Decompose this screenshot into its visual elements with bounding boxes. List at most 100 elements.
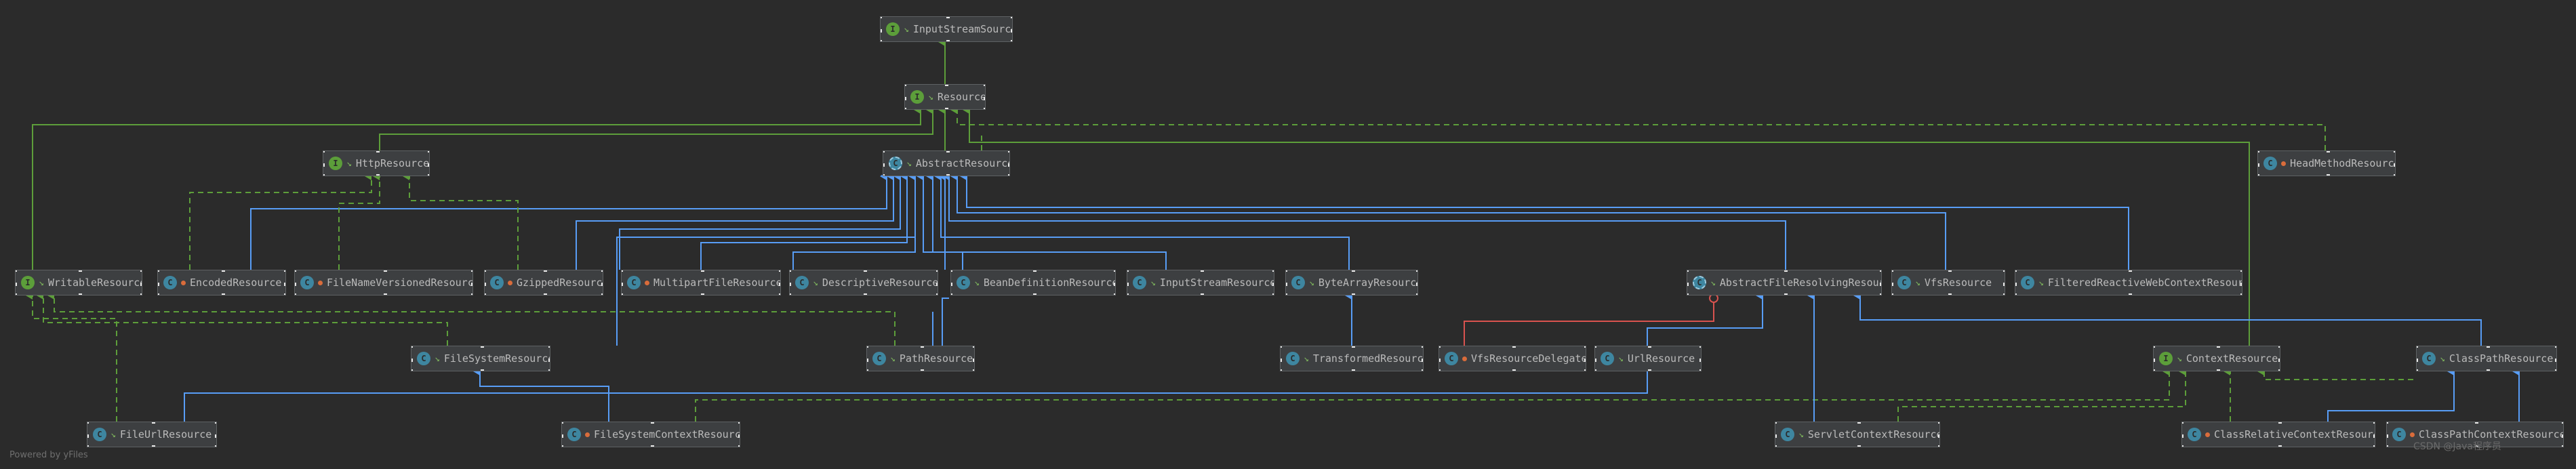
selection-handle[interactable]	[2240, 293, 2242, 295]
selection-handle[interactable]	[284, 270, 285, 272]
selection-handle[interactable]	[2327, 151, 2330, 152]
selection-handle[interactable]	[779, 270, 780, 272]
selection-handle[interactable]	[2182, 434, 2183, 438]
selection-handle[interactable]	[1439, 346, 1441, 348]
selection-handle[interactable]	[140, 293, 142, 295]
selection-handle[interactable]	[544, 293, 547, 295]
selection-handle[interactable]	[1114, 270, 1115, 272]
selection-handle[interactable]	[1439, 359, 1441, 362]
selection-handle[interactable]	[2562, 434, 2563, 438]
selection-handle[interactable]	[471, 293, 472, 295]
selection-handle[interactable]	[883, 174, 885, 176]
selection-handle[interactable]	[2240, 270, 2242, 272]
selection-handle[interactable]	[376, 174, 380, 176]
selection-handle[interactable]	[2129, 293, 2132, 295]
selection-handle[interactable]	[738, 422, 740, 424]
selection-handle[interactable]	[1422, 359, 1423, 362]
selection-handle[interactable]	[1281, 369, 1282, 371]
selection-handle[interactable]	[881, 17, 882, 18]
selection-handle[interactable]	[2373, 422, 2375, 424]
selection-handle[interactable]	[905, 97, 906, 100]
selection-handle[interactable]	[1114, 283, 1115, 286]
selection-handle[interactable]	[921, 346, 924, 348]
selection-handle[interactable]	[2417, 359, 2418, 362]
selection-handle[interactable]	[2258, 163, 2259, 167]
selection-handle[interactable]	[548, 346, 550, 348]
selection-handle[interactable]	[1422, 369, 1423, 371]
selection-handle[interactable]	[973, 346, 974, 348]
selection-handle[interactable]	[428, 151, 429, 152]
selection-handle[interactable]	[411, 369, 413, 371]
class-node[interactable]: C↘InputStreamResource	[1127, 270, 1274, 295]
selection-handle[interactable]	[738, 445, 740, 447]
class-node[interactable]: C↘ClassPathResource	[2416, 346, 2557, 371]
selection-handle[interactable]	[1033, 270, 1037, 272]
selection-handle[interactable]	[544, 270, 547, 272]
selection-handle[interactable]	[548, 369, 550, 371]
selection-handle[interactable]	[1880, 283, 1881, 286]
selection-handle[interactable]	[951, 283, 952, 286]
selection-handle[interactable]	[651, 422, 654, 424]
selection-handle[interactable]	[883, 163, 885, 167]
selection-handle[interactable]	[1784, 270, 1788, 272]
selection-handle[interactable]	[1775, 445, 1777, 447]
selection-handle[interactable]	[152, 445, 155, 447]
selection-handle[interactable]	[1892, 283, 1893, 286]
selection-handle[interactable]	[1595, 369, 1596, 371]
selection-handle[interactable]	[1784, 293, 1788, 295]
selection-handle[interactable]	[2373, 445, 2375, 447]
selection-handle[interactable]	[951, 293, 952, 295]
selection-handle[interactable]	[1352, 270, 1355, 272]
selection-handle[interactable]	[973, 359, 974, 362]
selection-handle[interactable]	[2217, 346, 2220, 348]
selection-handle[interactable]	[1687, 283, 1689, 286]
selection-handle[interactable]	[323, 163, 325, 167]
selection-handle[interactable]	[87, 422, 89, 424]
selection-handle[interactable]	[1699, 369, 1701, 371]
selection-handle[interactable]	[1687, 293, 1689, 295]
selection-handle[interactable]	[1033, 293, 1037, 295]
selection-handle[interactable]	[984, 108, 985, 109]
selection-handle[interactable]	[323, 174, 325, 176]
selection-handle[interactable]	[701, 293, 704, 295]
selection-handle[interactable]	[1584, 346, 1586, 348]
selection-handle[interactable]	[867, 346, 868, 348]
class-node[interactable]: C↘PathResource	[866, 346, 975, 371]
selection-handle[interactable]	[2217, 369, 2220, 371]
selection-handle[interactable]	[215, 445, 216, 447]
selection-handle[interactable]	[485, 293, 486, 295]
selection-handle[interactable]	[2555, 369, 2556, 371]
class-node[interactable]: I↘Resource	[904, 84, 986, 110]
selection-handle[interactable]	[2015, 270, 2017, 272]
class-node[interactable]: C↘DescriptiveResource	[789, 270, 938, 295]
selection-handle[interactable]	[1011, 17, 1012, 18]
selection-handle[interactable]	[2278, 422, 2282, 424]
selection-handle[interactable]	[779, 283, 780, 286]
selection-handle[interactable]	[2562, 445, 2563, 447]
selection-handle[interactable]	[1281, 359, 1282, 362]
selection-handle[interactable]	[376, 151, 380, 152]
selection-handle[interactable]	[222, 293, 225, 295]
selection-handle[interactable]	[790, 293, 791, 295]
selection-handle[interactable]	[16, 283, 17, 286]
selection-handle[interactable]	[701, 270, 704, 272]
selection-handle[interactable]	[1281, 346, 1282, 348]
selection-handle[interactable]	[1008, 163, 1009, 167]
selection-handle[interactable]	[1352, 293, 1355, 295]
selection-handle[interactable]	[384, 293, 387, 295]
selection-handle[interactable]	[881, 29, 882, 33]
selection-handle[interactable]	[2258, 174, 2259, 176]
selection-handle[interactable]	[779, 293, 780, 295]
class-node[interactable]: I↘WritableResource	[15, 270, 142, 295]
selection-handle[interactable]	[2015, 293, 2017, 295]
selection-handle[interactable]	[2327, 174, 2330, 176]
selection-handle[interactable]	[215, 434, 216, 438]
selection-handle[interactable]	[2387, 422, 2388, 424]
selection-handle[interactable]	[2394, 163, 2395, 167]
selection-handle[interactable]	[2182, 422, 2183, 424]
selection-handle[interactable]	[1439, 369, 1441, 371]
